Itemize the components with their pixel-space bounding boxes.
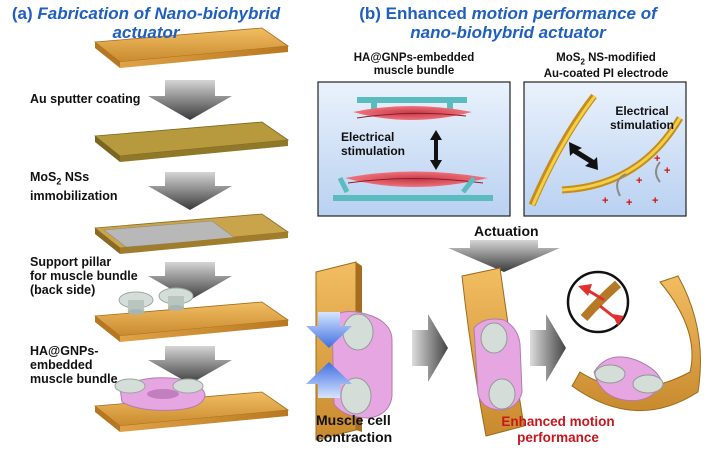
plate-3 xyxy=(93,213,290,254)
actuation-arrow xyxy=(448,240,560,272)
step-au-sputter: Au sputter coating xyxy=(30,92,141,106)
actuator-stage-3 xyxy=(571,275,701,411)
charge-5: + xyxy=(602,195,609,207)
panel-b-title-plain: Enhanced xyxy=(385,4,472,23)
arrow-3 xyxy=(148,262,232,300)
sputter-arrow-1 xyxy=(148,80,232,120)
panel-a-title-italic: Fabrication of Nano-biohybrid xyxy=(37,4,281,23)
plate-5 xyxy=(93,377,290,432)
plate-4 xyxy=(93,287,290,342)
panel-b-title-line2: nano-biohybrid actuator xyxy=(410,23,606,42)
stage-arrow-2 xyxy=(530,314,566,382)
arrow-2 xyxy=(148,172,232,210)
step-support-pillar: Support pillar for muscle bundle (back s… xyxy=(30,255,138,297)
panel-b-title-italic: motion performance of xyxy=(471,4,657,23)
step-mos2: MoS2 NSs immobilization xyxy=(30,170,118,203)
panel-a-prefix: (a) xyxy=(11,4,38,23)
panel-a-title-line2: actuator xyxy=(112,23,180,42)
muscle-bundle-box xyxy=(317,81,511,217)
actuator-stage-1 xyxy=(306,261,393,441)
charge-1: + xyxy=(654,153,661,165)
stage-arrow-1 xyxy=(412,314,448,382)
charge-6: + xyxy=(626,197,633,209)
electrode-box xyxy=(523,81,687,217)
actuation-label: Actuation xyxy=(474,223,539,239)
charge-4: + xyxy=(652,195,659,207)
panel-b-prefix: (b) xyxy=(359,4,386,23)
arrow-4 xyxy=(148,346,232,384)
plate-2 xyxy=(93,121,290,162)
charge-2: + xyxy=(664,165,671,177)
actuator-stage-2 xyxy=(461,267,525,437)
panel-a-title: (a) Fabrication of Nano-biohybrid actuat… xyxy=(2,4,290,42)
plate-1 xyxy=(93,27,290,68)
zoom-inset xyxy=(566,270,630,334)
charge-3: + xyxy=(636,175,643,187)
panel-b-title: (b) Enhanced motion performance of nano-… xyxy=(318,4,698,42)
step-muscle-bundle: HA@GNPs- embedded muscle bundle xyxy=(30,344,118,386)
